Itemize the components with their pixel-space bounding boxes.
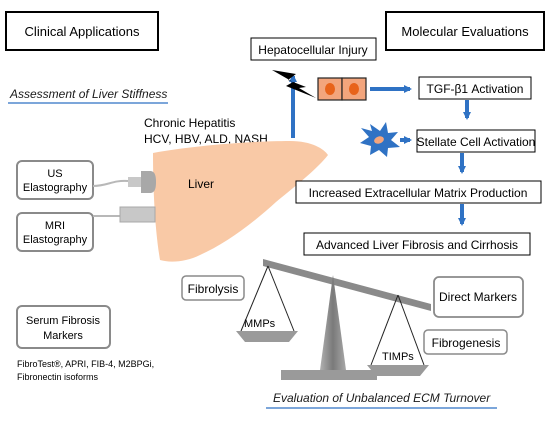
- mri-elastography-box: [16, 212, 94, 252]
- balance-pillar: [320, 275, 346, 370]
- stellate-text: Stellate Cell Activation: [417, 135, 536, 149]
- us-probe-handle: [128, 177, 141, 187]
- injury-box: [250, 37, 377, 61]
- tgf-box: [418, 76, 532, 100]
- ecm-turnover-title: Evaluation of Unbalanced ECM Turnover: [273, 391, 491, 405]
- injury-text: Hepatocellular Injury: [258, 43, 367, 57]
- molecular-header-box: [385, 11, 545, 51]
- right-pan-string-right: [397, 294, 425, 366]
- fibrogenesis-text: Fibrogenesis: [432, 336, 501, 350]
- left-pan-string-left: [240, 265, 269, 332]
- fibrolysis-text: Fibrolysis: [188, 282, 239, 296]
- direct-markers-text: Direct Markers: [439, 290, 517, 304]
- ecm-text: Increased Extracellular Matrix Productio…: [309, 186, 528, 200]
- direct-markers-box: [433, 276, 524, 318]
- liver-stiffness-title: Assessment of Liver Stiffness: [9, 87, 167, 101]
- fibrogenesis-box: [423, 329, 508, 355]
- serum-list-line1: FibroTest®, APRI, FIB-4, M2BPGi,: [17, 359, 154, 369]
- fibrolysis-box: [181, 275, 245, 301]
- us-probe-head-icon: [141, 171, 156, 193]
- clinical-header-text: Clinical Applications: [25, 24, 140, 39]
- timps-label: TIMPs: [382, 351, 414, 363]
- molecular-header-text: Molecular Evaluations: [401, 24, 529, 39]
- ecm-box: [295, 180, 542, 204]
- etiology-line1: Chronic Hepatitis: [144, 116, 235, 130]
- fibrosis-box: [303, 232, 531, 256]
- clinical-header-box: [5, 11, 159, 51]
- right-pan: [367, 365, 429, 376]
- right-pan-string-left: [370, 294, 399, 366]
- balance-beam: [263, 259, 431, 311]
- serum-box-line2: Markers: [43, 330, 83, 342]
- mmps-label: MMPs: [244, 318, 276, 330]
- stellate-box: [416, 129, 536, 153]
- left-pan-string-right: [267, 265, 295, 332]
- serum-box-line1: Serum Fibrosis: [26, 315, 100, 327]
- hepatocyte-nucleus-1: [325, 83, 335, 95]
- left-pan: [236, 331, 298, 342]
- etiology-line2: HCV, HBV, ALD, NASH: [144, 132, 268, 146]
- mri-label-line1: MRI: [45, 220, 65, 232]
- mri-pad-icon: [119, 206, 156, 223]
- us-elastography-box: [16, 160, 94, 200]
- liver-label: Liver: [188, 177, 214, 191]
- serum-markers-box: [16, 305, 111, 349]
- liver-shape: [153, 141, 328, 262]
- mri-label-line2: Elastography: [23, 234, 88, 246]
- serum-list-line2: Fibronectin isoforms: [17, 372, 99, 382]
- us-probe-cable: [92, 179, 129, 187]
- lightning-icon: [272, 70, 316, 98]
- tgf-text: TGF-β1 Activation: [427, 82, 524, 96]
- hepatocyte-nucleus-2: [349, 83, 359, 95]
- stellate-cell-nucleus: [374, 136, 384, 144]
- fibrosis-text: Advanced Liver Fibrosis and Cirrhosis: [316, 238, 518, 252]
- balance-base: [281, 370, 377, 380]
- us-label-line1: US: [47, 168, 62, 180]
- us-label-line2: Elastography: [23, 182, 88, 194]
